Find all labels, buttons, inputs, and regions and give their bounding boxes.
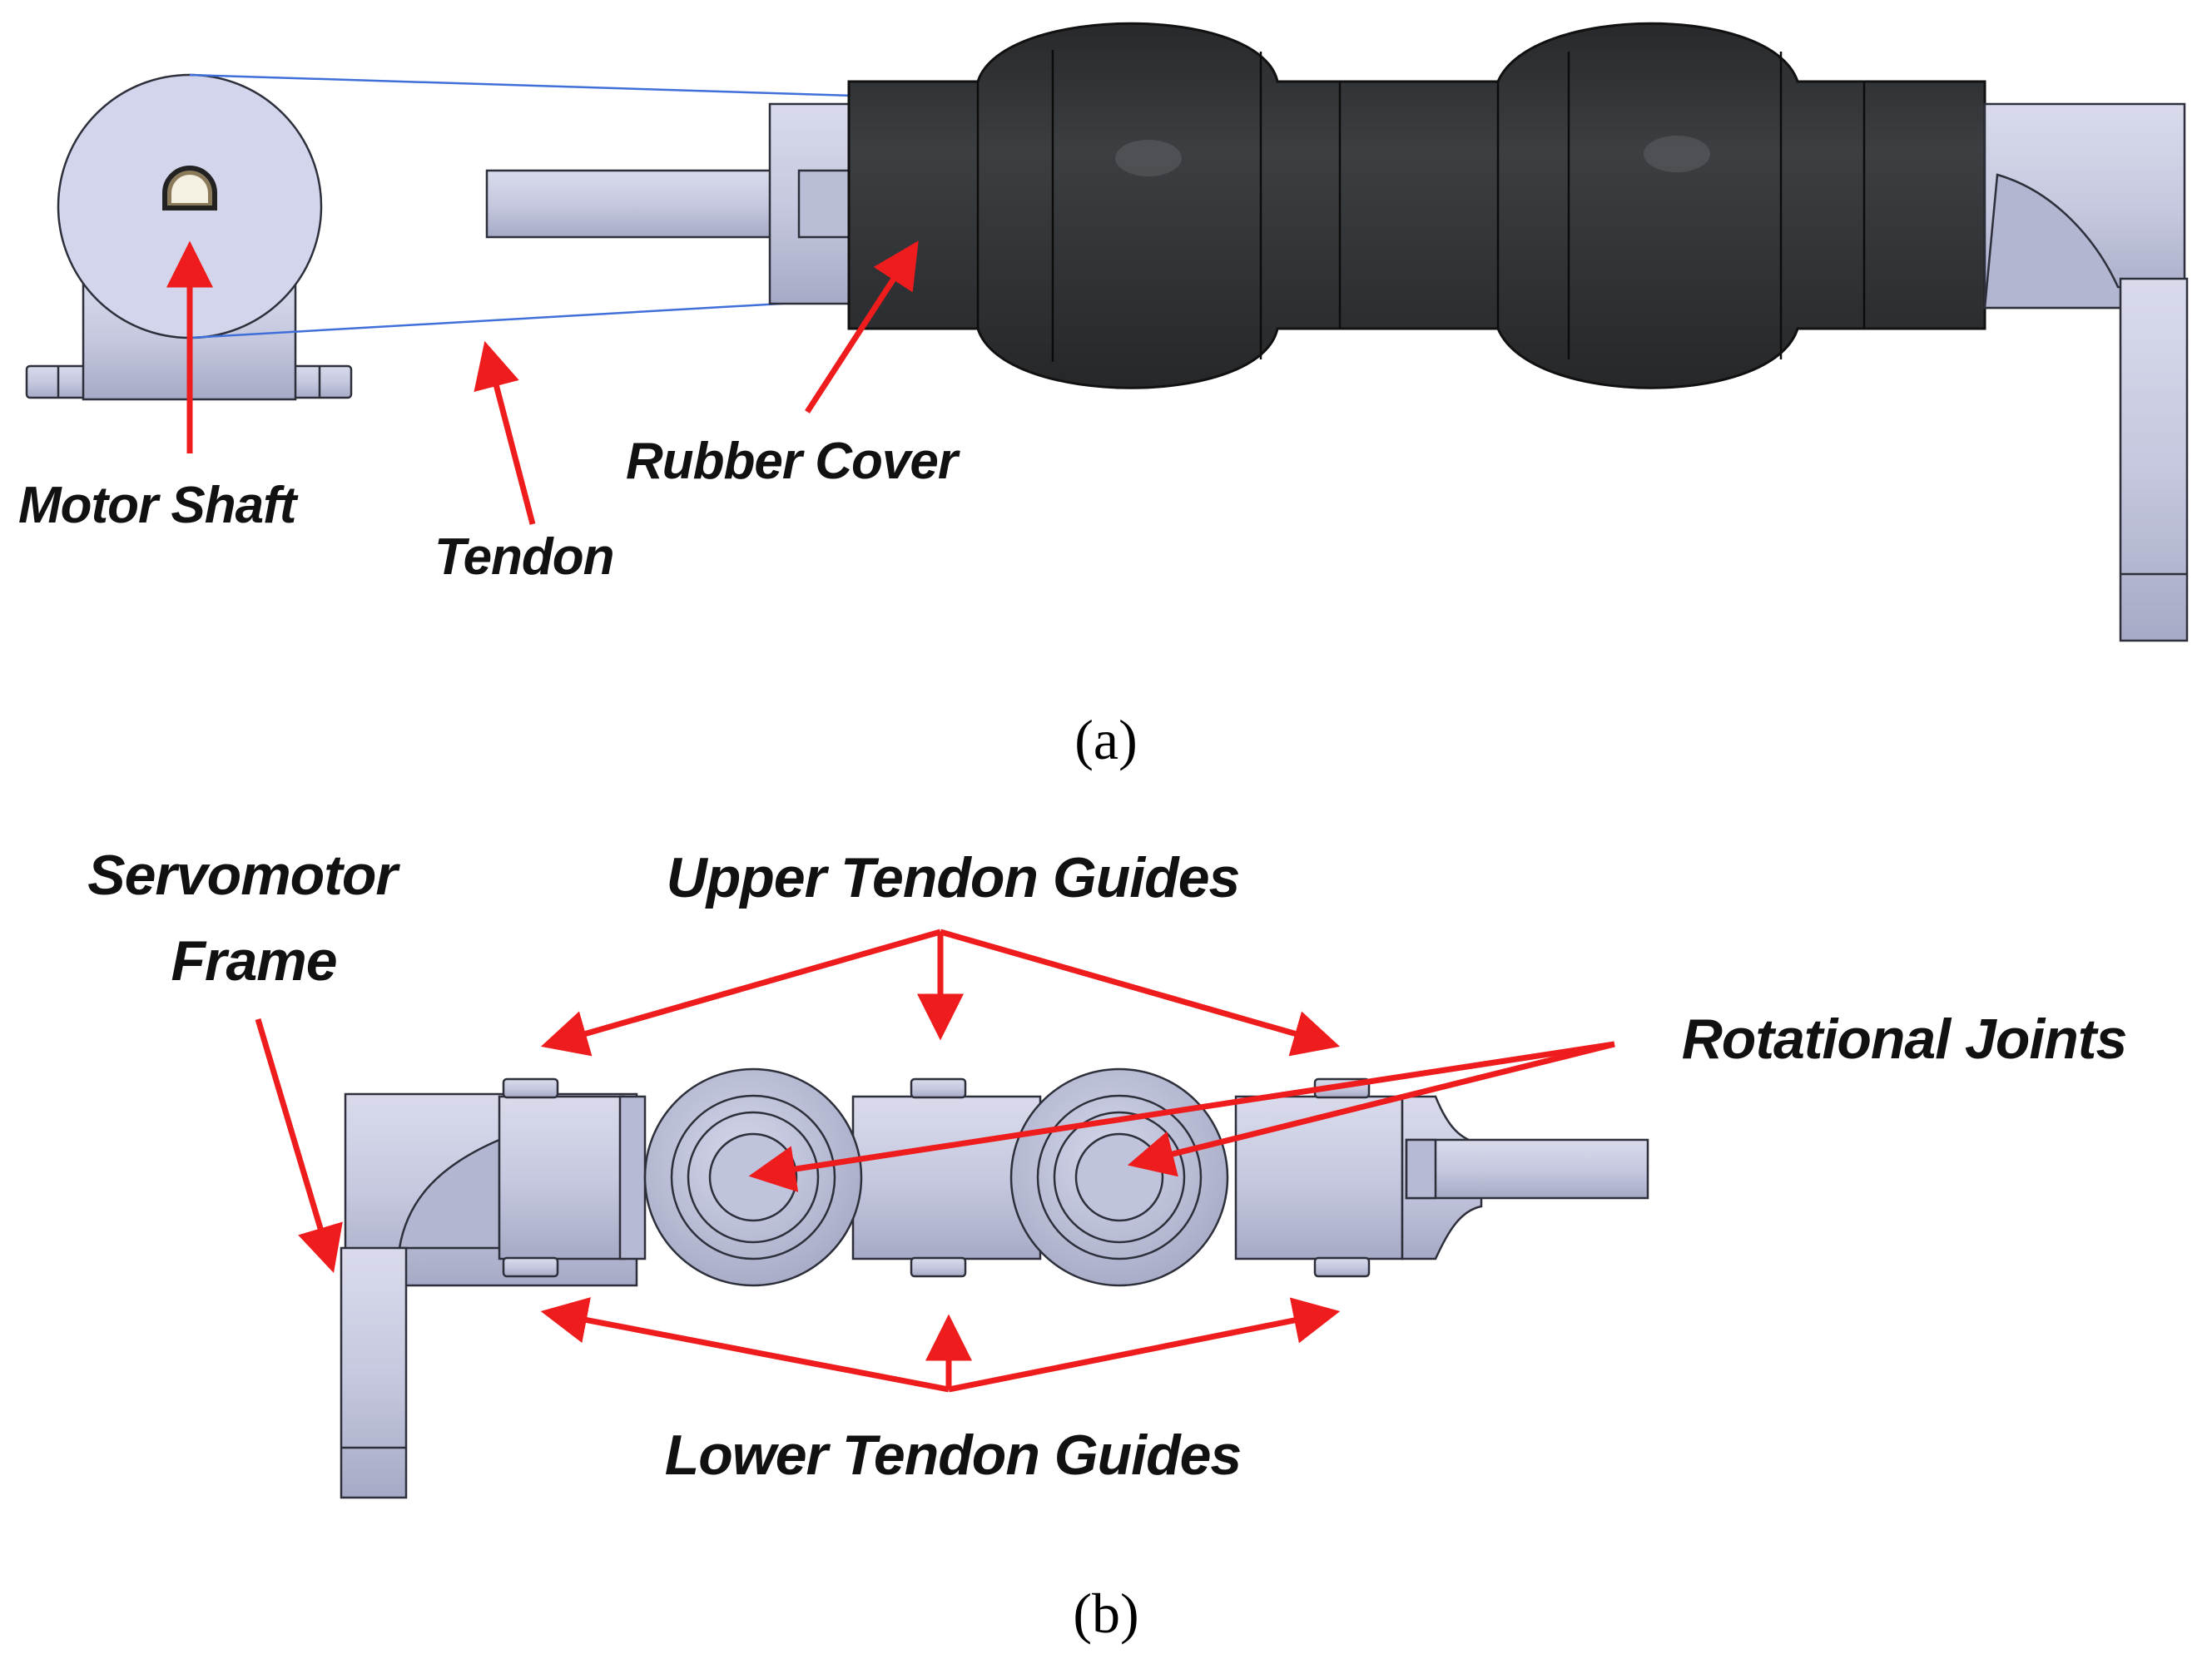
arrow-servomotor-frame — [255, 1018, 343, 1274]
label-upper-tendon-guides: Upper Tendon Guides — [667, 846, 1240, 909]
lower-tendon-guides — [502, 1256, 1371, 1278]
arrow-lower-guide-left — [540, 1297, 950, 1393]
finger-body — [498, 1095, 1649, 1260]
label-servomotor-frame-line2: Frame — [171, 929, 336, 993]
label-servomotor-frame: Servomotor Frame — [87, 844, 412, 993]
label-lower-tendon-guides: Lower Tendon Guides — [665, 1424, 1242, 1487]
servomotor-frame-a — [1983, 102, 2189, 642]
arrow-upper-guide-left — [540, 929, 941, 1057]
panel-a: Motor Shaft Tendon Rubber Cover (a) — [18, 22, 2189, 771]
finger-base-connector — [485, 102, 859, 305]
label-motor-shaft: Motor Shaft — [18, 477, 299, 534]
arrow-joint-1 — [748, 1041, 1615, 1192]
label-rubber-cover: Rubber Cover — [626, 433, 960, 490]
caption-b: (b) — [1073, 1582, 1138, 1645]
arrow-upper-guide-right — [940, 929, 1341, 1057]
caption-a: (a) — [1074, 708, 1137, 771]
arrows-panel-b — [255, 929, 1615, 1393]
arrows-panel-a — [166, 240, 919, 525]
panel-b: Servomotor Frame Upper Tendon Guides Rot… — [87, 844, 2127, 1645]
arrow-joint-2 — [1127, 1041, 1615, 1177]
label-servomotor-frame-line1: Servomotor — [87, 844, 400, 907]
arrow-tendon — [474, 340, 536, 525]
arrow-lower-guide-right — [948, 1297, 1341, 1393]
tendon-lines — [189, 73, 854, 339]
rubber-cover — [847, 22, 1986, 389]
label-tendon: Tendon — [434, 528, 614, 586]
arrow-rubber-cover — [805, 240, 919, 414]
label-rotational-joints: Rotational Joints — [1682, 1008, 2127, 1071]
tendon-upper — [189, 73, 854, 97]
rotational-joint-1 — [643, 1067, 863, 1287]
rotational-joint-2 — [1009, 1067, 1229, 1287]
motor-pulley — [57, 73, 323, 339]
tendon-lower — [189, 298, 854, 339]
